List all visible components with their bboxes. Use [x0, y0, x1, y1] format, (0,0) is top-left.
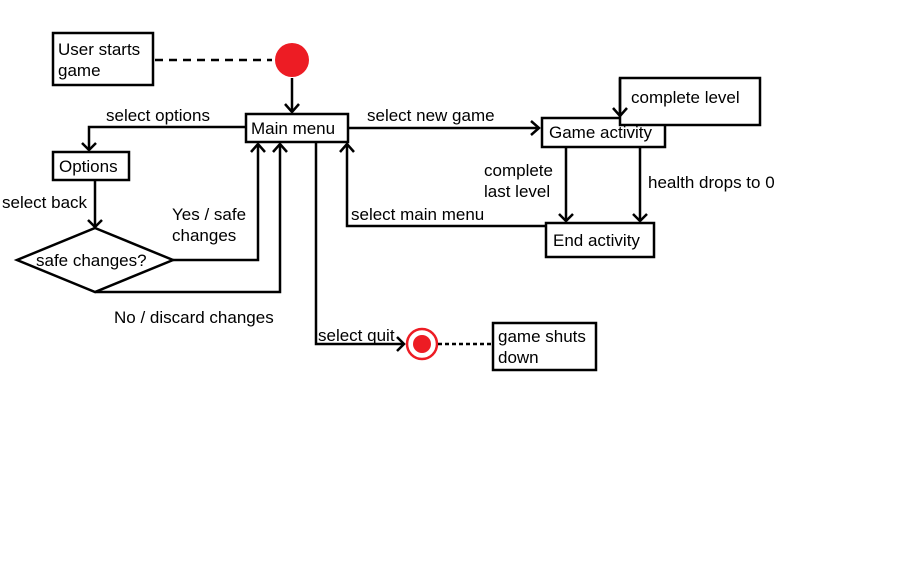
select-main-menu-edge: [345, 144, 546, 228]
user-starts-line1: User starts: [58, 40, 140, 59]
main-to-options-arrowhead: [81, 142, 97, 152]
select-quit-arrowhead: [396, 336, 406, 352]
no-discard-edge: [95, 144, 282, 294]
main-menu-node: Main menu: [244, 112, 350, 144]
shuts-down-line2: down: [498, 348, 539, 367]
select-quit-label: select quit: [318, 326, 395, 345]
no-discard-label: No / discard changes: [114, 308, 274, 327]
main-menu-label: Main menu: [251, 119, 335, 138]
yes-safe-label-line1: Yes / safe: [172, 205, 246, 224]
select-main-menu-arrowhead: [339, 142, 355, 153]
start-node: [275, 43, 309, 77]
select-back-label: select back: [2, 193, 88, 212]
main-to-game-arrowhead: [530, 120, 541, 136]
final-node: [405, 327, 439, 361]
complete-last-level-line1: complete: [484, 161, 553, 180]
select-main-menu-label: select main menu: [351, 205, 484, 224]
select-new-game-label: select new game: [367, 106, 495, 125]
complete-last-level-arrowhead: [558, 213, 574, 223]
complete-level-box: complete level: [618, 76, 762, 127]
end-activity-label: End activity: [553, 231, 640, 250]
game-shuts-down-note: game shuts down: [491, 321, 598, 372]
complete-level-loop-arrowhead: [612, 107, 628, 118]
select-quit-edge: [314, 142, 404, 346]
user-starts-note: User starts game: [51, 31, 155, 87]
main-to-options-edge: [87, 125, 246, 150]
yes-safe-arrowhead: [250, 142, 266, 153]
no-discard-arrowhead: [272, 142, 288, 153]
complete-last-level-line2: last level: [484, 182, 550, 201]
start-to-main-arrowhead: [284, 103, 300, 114]
complete-level-label: complete level: [631, 88, 740, 107]
options-node: Options: [51, 150, 131, 182]
options-label: Options: [59, 157, 118, 176]
select-options-label: select options: [106, 106, 210, 125]
health-drops-arrowhead: [632, 213, 648, 223]
safe-changes-decision: safe changes?: [13, 226, 177, 294]
yes-safe-edge: [173, 144, 260, 262]
shuts-down-line1: game shuts: [498, 327, 586, 346]
yes-safe-label-line2: changes: [172, 226, 236, 245]
end-activity-node: End activity: [544, 221, 656, 259]
health-drops-label: health drops to 0: [648, 173, 775, 192]
decision-label: safe changes?: [36, 251, 147, 270]
user-starts-line2: game: [58, 61, 101, 80]
game-activity-label: Game activity: [549, 123, 652, 142]
